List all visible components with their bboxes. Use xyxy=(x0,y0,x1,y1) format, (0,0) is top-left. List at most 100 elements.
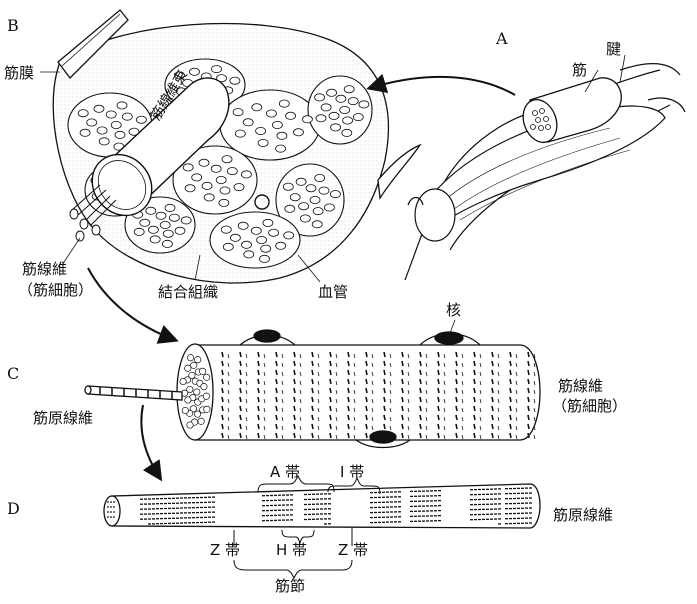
striation-mark xyxy=(437,423,440,430)
striation-mark xyxy=(443,380,446,386)
striation-mark xyxy=(497,371,500,377)
label-i-band: I 帯 xyxy=(340,463,365,481)
striation-mark xyxy=(335,416,338,422)
striation-mark xyxy=(365,432,368,439)
striation-mark xyxy=(473,423,476,430)
leader-vessel xyxy=(297,254,321,283)
striation-mark xyxy=(221,396,224,403)
striation-mark xyxy=(515,416,518,422)
label-fiber-b: 筋線維 xyxy=(22,260,68,278)
striation-mark xyxy=(263,353,266,359)
myofibril-section xyxy=(197,417,205,425)
fiber-cell xyxy=(149,235,161,244)
striation-mark xyxy=(425,434,428,440)
striation-mark xyxy=(407,371,410,377)
striation-mark xyxy=(491,360,494,367)
striation-mark xyxy=(407,425,410,431)
fiber-cell xyxy=(201,181,213,190)
striation-mark xyxy=(401,396,404,403)
striation-mark xyxy=(299,380,302,386)
fiber-cell xyxy=(191,173,203,182)
end-dot xyxy=(110,516,112,518)
striation-mark xyxy=(479,434,482,440)
striation-mark xyxy=(365,423,368,430)
striation-mark xyxy=(311,351,314,358)
striation-mark xyxy=(275,360,278,367)
striation-mark xyxy=(299,425,302,431)
muscle-fiber xyxy=(84,319,541,449)
striation-mark xyxy=(245,371,248,377)
striation-mark xyxy=(383,414,386,421)
fiber-cell xyxy=(256,235,268,244)
striation-mark xyxy=(347,360,350,367)
fiber-cell xyxy=(145,206,157,215)
myofibril-section xyxy=(184,364,192,372)
fiber-cell xyxy=(161,239,173,248)
fiber-cell xyxy=(262,218,274,227)
striation-mark xyxy=(263,380,266,386)
fiber-cell xyxy=(155,211,167,220)
label-sarcomere: 筋節 xyxy=(275,577,306,595)
striation-mark xyxy=(401,351,404,358)
striation-mark xyxy=(227,380,230,386)
striation-mark xyxy=(509,387,512,394)
myofibril-section xyxy=(190,361,198,369)
myofibril-section xyxy=(203,405,211,413)
striation-mark xyxy=(263,434,266,440)
striation-mark xyxy=(227,398,230,404)
striation-mark xyxy=(401,405,404,412)
striation-mark xyxy=(293,405,296,412)
striation-mark xyxy=(419,360,422,367)
striation-mark xyxy=(275,351,278,358)
fiber-cell xyxy=(79,128,91,137)
striation-mark xyxy=(473,360,476,367)
striation-mark xyxy=(515,407,518,413)
striation-mark xyxy=(239,378,242,385)
striation-mark xyxy=(401,387,404,394)
striation-mark xyxy=(527,414,530,421)
fiber-cell xyxy=(135,115,147,124)
end-dot xyxy=(107,511,109,513)
striation-mark xyxy=(389,389,392,395)
striation-mark xyxy=(437,378,440,385)
striation-mark xyxy=(263,425,266,431)
fiber-cell xyxy=(305,184,317,193)
fiber-cell xyxy=(241,240,252,249)
striation-mark xyxy=(353,434,356,440)
fiber-cell xyxy=(283,231,295,240)
fiber-cell xyxy=(259,254,270,263)
striation-mark xyxy=(473,405,476,412)
striation-mark xyxy=(227,353,230,359)
striation-mark xyxy=(275,378,278,385)
fiber-cell xyxy=(198,158,210,167)
striation-mark xyxy=(311,360,314,367)
striation-mark xyxy=(317,425,320,431)
striation-mark xyxy=(479,380,482,386)
striation-mark xyxy=(509,414,512,421)
label-tendon: 腱 xyxy=(606,40,622,58)
fiber-cell xyxy=(226,167,238,176)
striation-mark xyxy=(497,398,500,404)
fiber-cell xyxy=(240,170,252,179)
fiber-cell xyxy=(147,225,159,234)
fiber-cell xyxy=(215,175,227,184)
label-cell-c: （筋細胞） xyxy=(552,397,628,415)
striation-mark xyxy=(461,398,464,404)
striation-mark xyxy=(245,407,248,413)
label-myofibril-d: 筋原線維 xyxy=(553,506,614,524)
panel-label-c: C xyxy=(7,364,20,383)
striation-mark xyxy=(245,353,248,359)
striation-mark xyxy=(455,423,458,430)
striation-mark xyxy=(281,371,284,377)
striation-mark xyxy=(281,434,284,440)
striation-mark xyxy=(335,434,338,440)
striation-mark xyxy=(275,414,278,421)
striation-mark xyxy=(263,362,266,368)
striation-mark xyxy=(419,423,422,430)
striation-mark xyxy=(527,432,530,439)
fiber-cell xyxy=(275,144,287,153)
striation-mark xyxy=(329,423,332,430)
fiber-cell xyxy=(139,218,151,227)
h-band-brace xyxy=(281,529,315,545)
striation-mark xyxy=(443,416,446,422)
